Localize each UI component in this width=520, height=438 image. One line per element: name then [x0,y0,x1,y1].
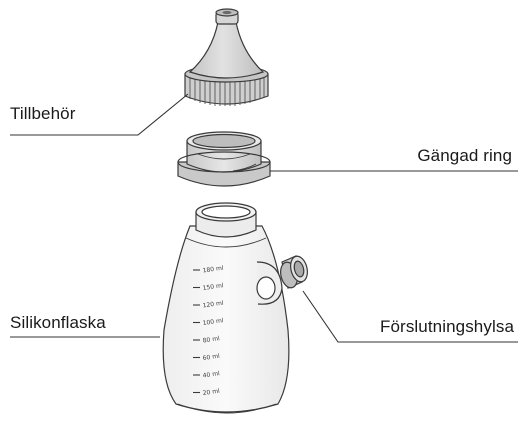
label-silicone-bottle: Silikonflaska [10,313,106,333]
label-accessory: Tillbehör [10,104,75,124]
closure-sleeve [278,254,310,289]
threaded-ring [178,132,270,186]
label-threaded-ring: Gängad ring [417,146,512,166]
accessory-cap [185,9,268,106]
label-closure-sleeve: Förslutningshylsa [380,317,514,337]
